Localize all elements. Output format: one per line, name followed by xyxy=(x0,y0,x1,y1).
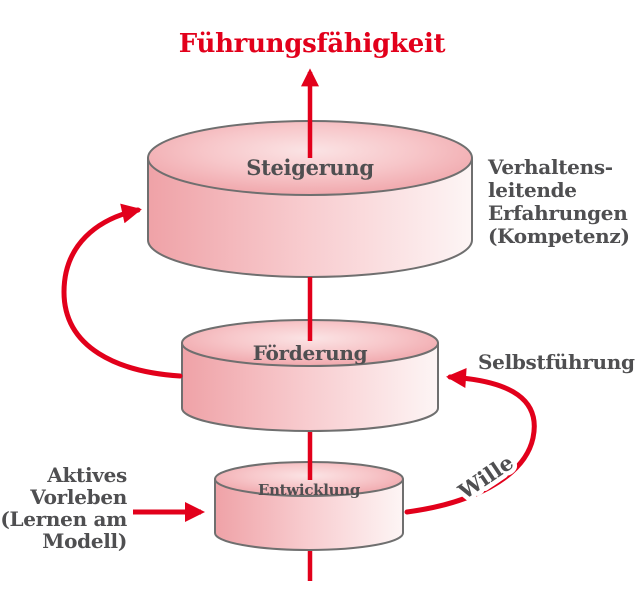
cylinder-foerderung-side xyxy=(181,342,439,432)
role-model-label-line: Aktives xyxy=(47,463,127,487)
role-model-label-line: Modell) xyxy=(42,529,127,553)
left-loop-arrow xyxy=(61,203,183,379)
steigerung-label: Steigerung xyxy=(246,155,374,180)
page-title: Führungsfähigkeit xyxy=(178,29,446,59)
selbstfuehrung-arrow xyxy=(404,368,537,515)
experience-label: Verhaltens- leitende Erfahrungen (Kompet… xyxy=(488,156,630,248)
experience-label-line: Verhaltens- xyxy=(488,155,613,179)
foerderung-label: Förderung xyxy=(252,341,368,365)
experience-label-line: leitende xyxy=(488,178,577,202)
cylinder-foerderung xyxy=(181,319,439,432)
role-model-label-line: (Lernen am xyxy=(0,507,127,531)
role-model-label-line: Vorleben xyxy=(30,485,127,509)
role-model-label: Aktives Vorleben (Lernen am Modell) xyxy=(0,464,127,552)
experience-label-line: (Kompetenz) xyxy=(488,224,630,248)
experience-label-line: Erfahrungen xyxy=(488,201,628,225)
entwicklung-label: Entwicklung xyxy=(257,481,361,499)
cylinder-entwicklung xyxy=(214,461,404,551)
cylinder-entwicklung-side xyxy=(214,478,404,551)
selbstfuehrung-label: Selbstführung xyxy=(478,350,635,374)
